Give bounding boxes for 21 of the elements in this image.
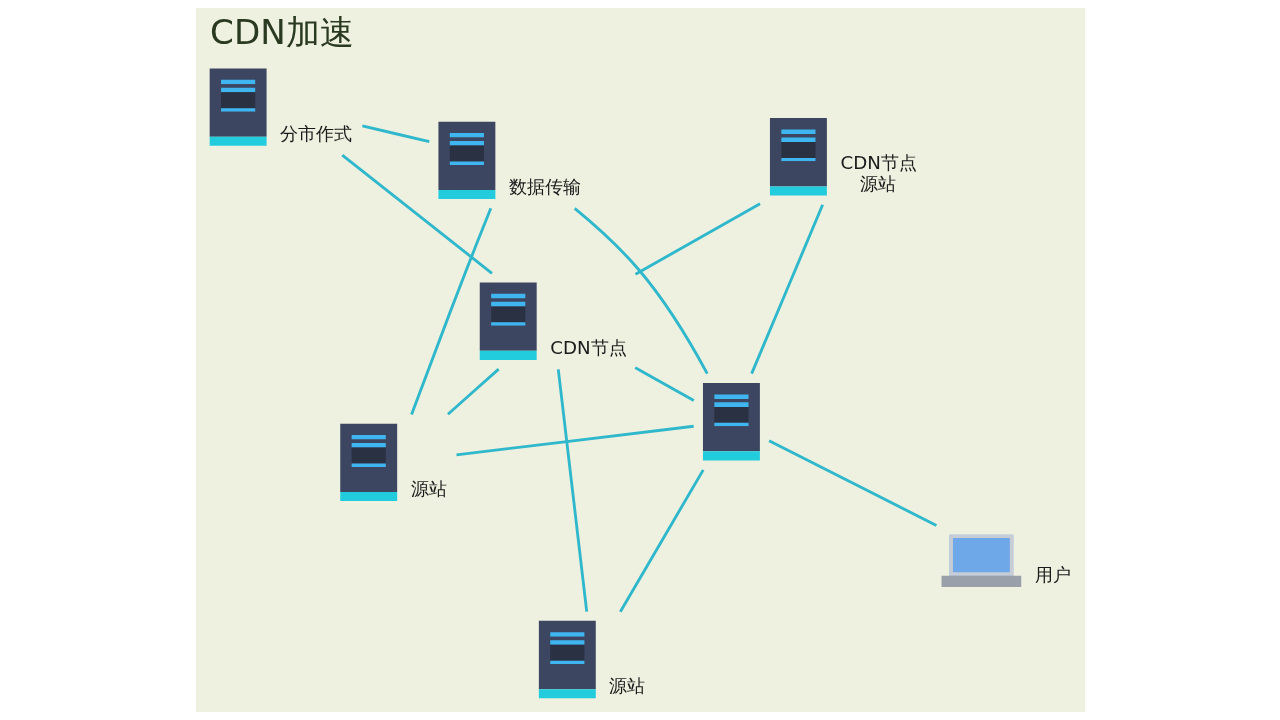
node-label: 源站 [410, 478, 447, 500]
connector [409, 207, 492, 415]
connector [361, 124, 430, 143]
connector [455, 424, 694, 457]
node-label: CDN节点 [840, 152, 917, 174]
node-label: 分市作式 [279, 122, 352, 144]
node-label: CDN节点 [549, 336, 627, 358]
connector [618, 469, 704, 613]
node-label: 源站 [608, 675, 645, 697]
connector [556, 369, 588, 612]
node-label: 源站 [859, 172, 896, 194]
connector [767, 439, 937, 527]
connector [634, 202, 761, 276]
connector [573, 207, 708, 375]
connector [340, 154, 493, 275]
connector [446, 368, 500, 416]
connector [749, 204, 824, 375]
node-label: 数据传输 [508, 176, 581, 198]
node-label: 用户 [1034, 564, 1071, 586]
diagram-title: CDN加速 [209, 12, 354, 53]
connector [634, 366, 694, 402]
